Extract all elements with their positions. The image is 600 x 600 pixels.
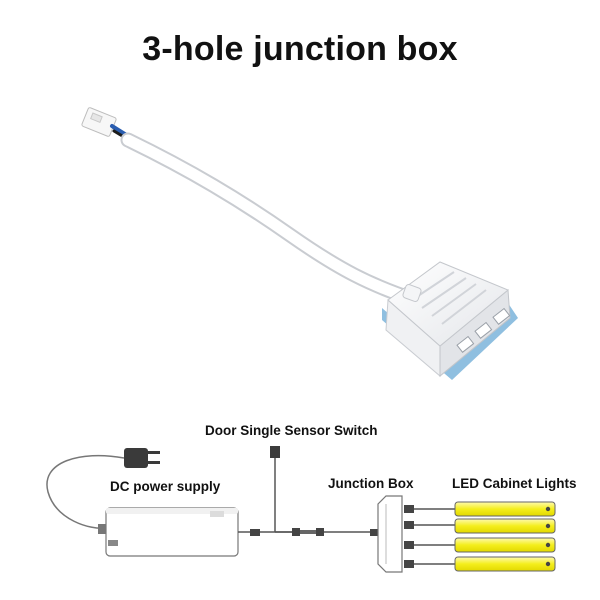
led-cabinet-light xyxy=(454,518,556,534)
junction-box-diagram xyxy=(377,495,403,573)
junction-box-label: Junction Box xyxy=(328,476,414,491)
led-cabinet-light xyxy=(454,501,556,517)
small-connector-plug xyxy=(81,107,131,142)
wiring-diagram xyxy=(46,446,556,573)
junction-box-outputs xyxy=(404,505,455,568)
door-sensor-switch xyxy=(270,446,378,536)
page-title: 3-hole junction box xyxy=(142,30,458,68)
junction-box-photo xyxy=(382,261,518,380)
ac-plug-icon xyxy=(46,448,160,529)
led-cabinet-light xyxy=(454,556,556,572)
sensor-switch-label: Door Single Sensor Switch xyxy=(205,423,378,438)
led-cabinet-light xyxy=(454,537,556,553)
dc-power-supply xyxy=(98,507,292,557)
led-lights-label: LED Cabinet Lights xyxy=(452,476,577,491)
power-supply-label: DC power supply xyxy=(110,479,221,494)
